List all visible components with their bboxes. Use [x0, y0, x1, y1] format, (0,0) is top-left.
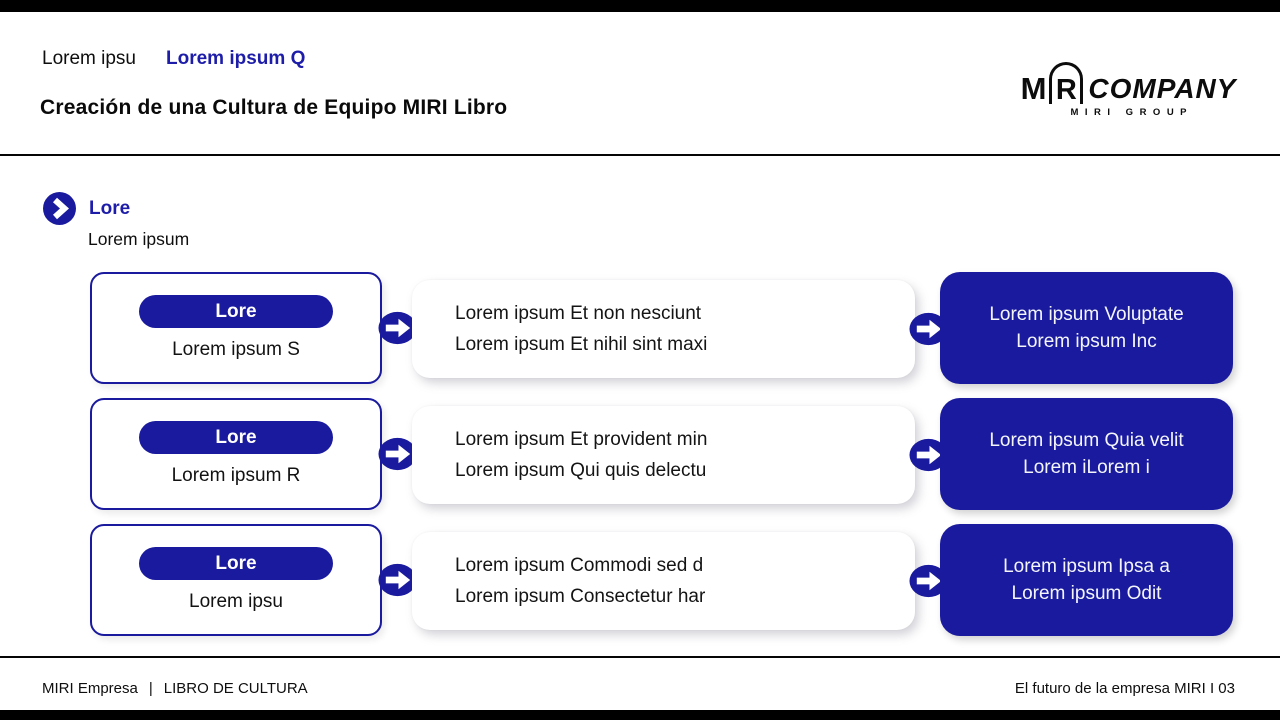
footer-page-info: El futuro de la empresa MIRI I 03 [1014, 680, 1235, 697]
logo-arch-icon: R [1049, 62, 1084, 106]
arrow-right-icon [378, 437, 417, 471]
result-line: Lorem iLorem i [1023, 457, 1150, 478]
badge-label: Lore [215, 300, 257, 322]
source-box: Lore Lorem ipsum S [90, 272, 382, 384]
source-label: Lorem ipsu [189, 591, 283, 612]
page-title: Creación de una Cultura de Equipo MIRI L… [40, 96, 508, 119]
top-black-bar [0, 0, 1280, 12]
result-box: Lorem ipsum Voluptate Lorem ipsum Inc [940, 272, 1233, 384]
logo-word-company: COMPANY [1088, 73, 1237, 104]
footer-separator: | [148, 680, 153, 697]
detail-line: Lorem ipsum Consectetur har [455, 586, 706, 607]
detail-box: Lorem ipsum Et non nesciunt Lorem ipsum … [412, 280, 915, 378]
badge-label: Lore [215, 426, 257, 448]
logo-wordmark: M R COMPANY [1020, 60, 1237, 106]
badge-pill: Lore [139, 547, 333, 580]
flow-row: Lore Lorem ipsu Lorem ipsum Commodi sed … [90, 524, 1235, 636]
section-marker: Lore [43, 192, 130, 225]
badge-pill: Lore [139, 421, 333, 454]
breadcrumb-item-active: Lorem ipsum Q [166, 48, 306, 69]
logo-subtitle: MIRI GROUP [1070, 107, 1194, 118]
chevron-right-icon [43, 192, 76, 225]
badge-pill: Lore [139, 295, 333, 328]
breadcrumb-item: Lorem ipsu [42, 48, 136, 69]
detail-line: Lorem ipsum Et provident min [455, 429, 708, 450]
arrow-right-icon [909, 438, 948, 472]
company-logo: M R COMPANY MIRI GROUP [1021, 60, 1236, 118]
result-line: Lorem ipsum Odit [1011, 583, 1162, 604]
detail-line: Lorem ipsum Et nihil sint maxi [455, 334, 708, 355]
footer-company: MIRI Empresa [42, 680, 138, 697]
source-box: Lore Lorem ipsu [90, 524, 382, 636]
arrow-right-icon [909, 312, 948, 346]
footer-left: MIRI Empresa | LIBRO DE CULTURA [42, 680, 308, 697]
footer-divider [0, 656, 1280, 658]
arrow-right-icon [909, 564, 948, 598]
detail-box: Lorem ipsum Et provident min Lorem ipsum… [412, 406, 915, 504]
source-label: Lorem ipsum S [172, 339, 300, 360]
breadcrumb: Lorem ipsu Lorem ipsum Q [42, 48, 305, 70]
detail-line: Lorem ipsum Commodi sed d [455, 555, 704, 576]
result-line: Lorem ipsum Quia velit [989, 430, 1184, 451]
detail-line: Lorem ipsum Et non nesciunt [455, 303, 702, 324]
flow-row: Lore Lorem ipsum R Lorem ipsum Et provid… [90, 398, 1235, 510]
footer-document-name: LIBRO DE CULTURA [163, 680, 308, 697]
section-subheading: Lorem ipsum [88, 229, 190, 249]
section-heading: Lore [89, 197, 131, 219]
bottom-black-bar [0, 710, 1280, 720]
detail-line: Lorem ipsum Qui quis delectu [455, 460, 707, 481]
detail-box: Lorem ipsum Commodi sed d Lorem ipsum Co… [412, 532, 915, 630]
result-box: Lorem ipsum Ipsa a Lorem ipsum Odit [940, 524, 1233, 636]
source-label: Lorem ipsum R [171, 465, 301, 486]
result-box: Lorem ipsum Quia velit Lorem iLorem i [940, 398, 1233, 510]
result-line: Lorem ipsum Ipsa a [1003, 556, 1170, 577]
arrow-right-icon [378, 563, 417, 597]
source-box: Lore Lorem ipsum R [90, 398, 382, 510]
logo-letter-r: R [1055, 74, 1077, 106]
badge-label: Lore [215, 552, 257, 574]
header-divider [0, 154, 1280, 156]
result-line: Lorem ipsum Inc [1016, 331, 1157, 352]
logo-letter-m: M [1020, 71, 1047, 106]
arrow-right-icon [378, 311, 417, 345]
result-line: Lorem ipsum Voluptate [989, 304, 1184, 325]
flow-row: Lore Lorem ipsum S Lorem ipsum Et non ne… [90, 272, 1235, 384]
